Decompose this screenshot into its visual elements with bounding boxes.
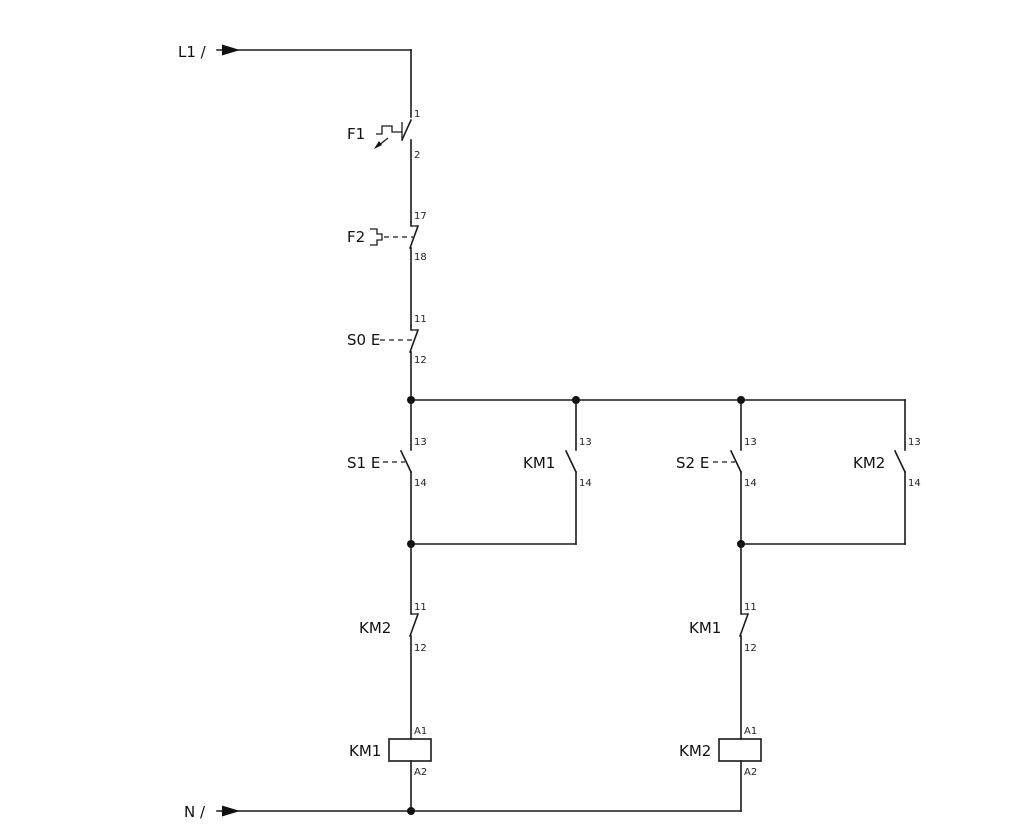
km2-interlock-label: KM2 (359, 619, 391, 637)
km2-coil: A1 KM2 A2 (679, 726, 762, 812)
thermal-trip-icon (376, 125, 402, 135)
f1-pin-top: 1 (414, 109, 420, 120)
coil-icon (388, 738, 432, 762)
km2-hold-label: KM2 (853, 454, 885, 472)
f2-pin-bottom: 18 (414, 252, 427, 263)
s1-label: S1 E (347, 454, 380, 472)
km2-interlock-contact: 11 KM2 12 (359, 543, 427, 740)
thermal-relay-icon (370, 228, 383, 246)
km1-hold-pin-top: 13 (579, 437, 592, 448)
km2-hold-pin-top: 13 (908, 437, 921, 448)
s2-pin-top: 13 (744, 437, 757, 448)
km1-coil-pin-top: A1 (414, 726, 427, 737)
l1-supply: L1 / (178, 43, 412, 118)
f1-label: F1 (347, 125, 365, 143)
km1-interlock-label: KM1 (689, 619, 721, 637)
junction-dot (407, 807, 415, 815)
s1-start-button: 13 S1 E 14 (347, 399, 427, 545)
f2-pin-top: 17 (414, 211, 427, 222)
n-label: N / (184, 803, 206, 821)
km2-coil-pin-top: A1 (744, 726, 757, 737)
l1-arrow-icon (222, 44, 240, 56)
f1-pin-bottom: 2 (414, 150, 420, 161)
km2-interlock-pin-bottom: 12 (414, 643, 427, 654)
km1-holding-contact: 13 KM1 14 (523, 399, 592, 545)
n-arrow-icon (222, 805, 240, 817)
s2-label: S2 E (676, 454, 709, 472)
km1-coil-label: KM1 (349, 742, 381, 760)
f1-breaker: 1 F1 2 (347, 109, 420, 223)
s0-label: S0 E (347, 331, 380, 349)
trip-arrow-icon (374, 141, 382, 149)
s0-stop-button: 11 S0 E 12 (347, 314, 427, 401)
s0-pin-bottom: 12 (414, 355, 427, 366)
km2-holding-contact: 13 KM2 14 (853, 399, 921, 545)
km2-coil-label: KM2 (679, 742, 711, 760)
km1-coil-pin-bottom: A2 (414, 767, 427, 778)
s1-pin-top: 13 (414, 437, 427, 448)
km2-hold-pin-bottom: 14 (908, 478, 921, 489)
km1-interlock-contact: 11 KM1 12 (689, 543, 757, 740)
f2-overload-contact: 17 F2 18 (347, 211, 427, 327)
s2-pin-bottom: 14 (744, 478, 757, 489)
km2-interlock-pin-top: 11 (414, 602, 427, 613)
f2-label: F2 (347, 228, 365, 246)
s0-pin-top: 11 (414, 314, 427, 325)
coil-icon (718, 738, 762, 762)
km2-coil-pin-bottom: A2 (744, 767, 757, 778)
n-supply: N / (184, 803, 742, 821)
l1-label: L1 / (178, 43, 207, 61)
s1-pin-bottom: 14 (414, 478, 427, 489)
km1-coil: A1 KM1 A2 (349, 726, 432, 812)
km1-interlock-pin-bottom: 12 (744, 643, 757, 654)
s2-start-button: 13 S2 E 14 (676, 399, 757, 545)
km1-hold-pin-bottom: 14 (579, 478, 592, 489)
km1-hold-label: KM1 (523, 454, 555, 472)
km1-interlock-pin-top: 11 (744, 602, 757, 613)
